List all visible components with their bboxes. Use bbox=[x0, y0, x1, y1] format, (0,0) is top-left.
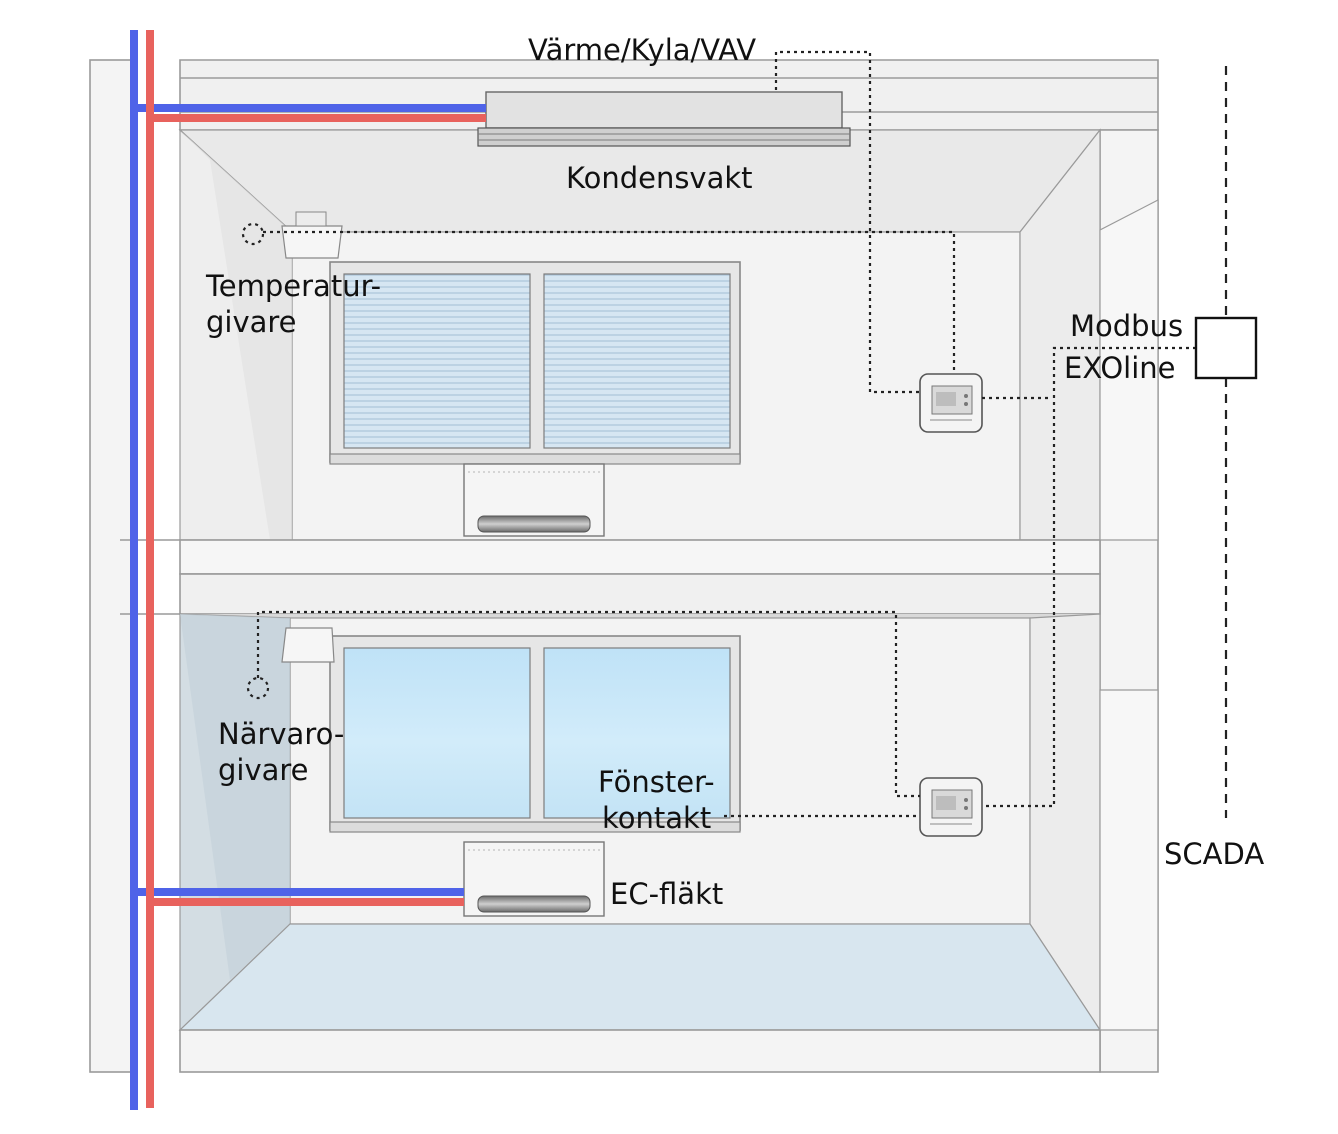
label-temperature-sensor-line2: givare bbox=[206, 305, 297, 339]
label-temperature-sensor-line1: Temperatur- bbox=[205, 269, 381, 303]
label-ec-fan: EC-fläkt bbox=[610, 877, 723, 911]
signal-wiring bbox=[256, 50, 1196, 818]
square-box-icon bbox=[1194, 316, 1258, 380]
hot-water-pipe bbox=[146, 30, 486, 1108]
cold-water-pipe bbox=[130, 30, 486, 1110]
lower-window bbox=[329, 635, 741, 833]
presence-sensor-device bbox=[281, 627, 335, 663]
label-exoline: EXOline bbox=[1064, 351, 1176, 385]
building-shell bbox=[89, 59, 1159, 1073]
dashed-circle-sensor-icon bbox=[246, 676, 270, 700]
upper-fan-coil-unit bbox=[463, 463, 605, 537]
label-scada: SCADA bbox=[1164, 837, 1264, 871]
label-presence-sensor-line2: givare bbox=[218, 753, 309, 787]
upper-window bbox=[329, 261, 741, 465]
room-controller-icon bbox=[919, 777, 983, 837]
label-condensation-guard: Kondensvakt bbox=[566, 161, 753, 195]
label-heating-cooling-vav: Värme/Kyla/VAV bbox=[528, 33, 756, 67]
temperature-sensor-device bbox=[281, 211, 343, 259]
dashed-circle-sensor-icon bbox=[241, 222, 265, 246]
label-window-contact-line2: kontakt bbox=[602, 801, 711, 835]
label-modbus: Modbus bbox=[1070, 309, 1183, 343]
label-window-contact-line1: Fönster- bbox=[598, 765, 715, 799]
lower-fan-coil-unit bbox=[463, 841, 605, 917]
label-presence-sensor-line1: Närvaro- bbox=[218, 717, 344, 751]
room-controller-icon bbox=[919, 373, 983, 433]
ceiling-cassette-unit bbox=[477, 91, 851, 147]
